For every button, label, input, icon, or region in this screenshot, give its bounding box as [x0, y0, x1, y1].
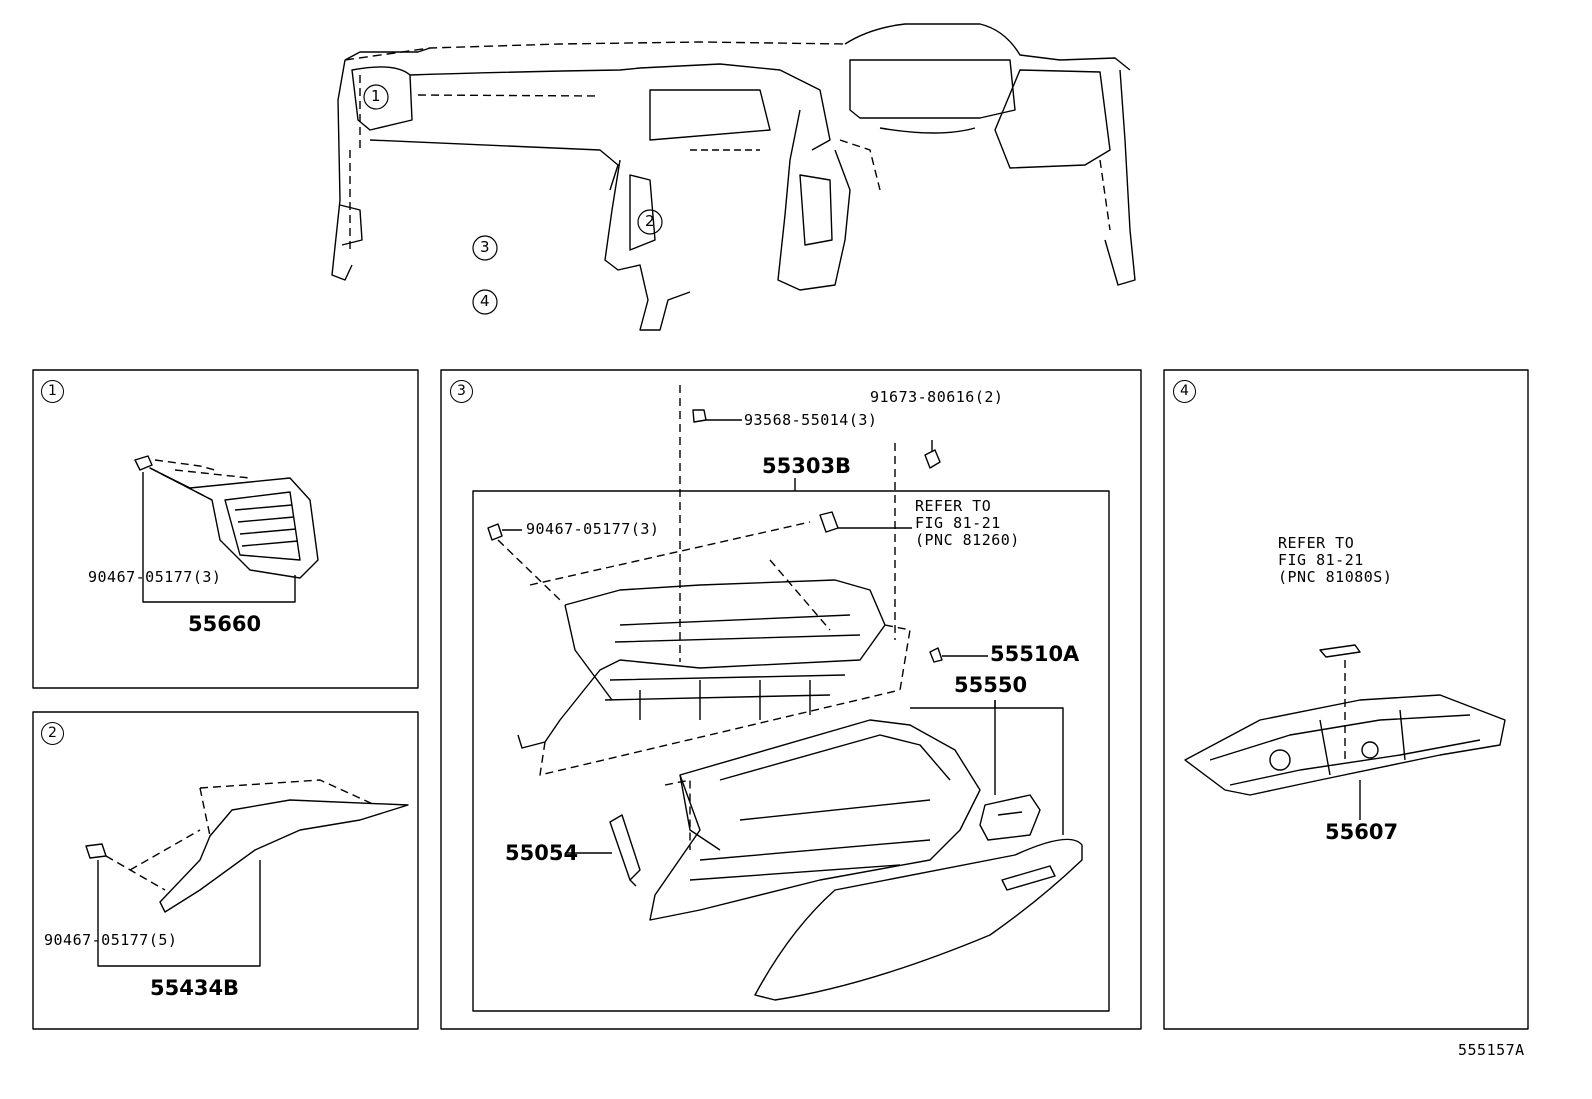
part-number-55660: 55660 [188, 612, 262, 636]
part-number-90467-05177-p1: 90467-05177(3) [88, 568, 222, 586]
panel-1-frame [32, 369, 419, 689]
part-number-93568-55014: 93568-55014(3) [744, 411, 878, 429]
part-number-55550: 55550 [954, 673, 1028, 697]
lower-cover-drawing [85, 779, 409, 967]
side-register-drawing [134, 455, 319, 603]
part-number-55510A: 55510A [990, 642, 1080, 666]
panel-3-frame [440, 369, 1142, 1030]
panel-4-frame [1163, 369, 1529, 1030]
figure-id: 555157A [1458, 1041, 1525, 1059]
panel-4-badge: 4 [1173, 380, 1196, 403]
under-tray-drawing [1184, 644, 1506, 820]
panel-3-badge: 3 [450, 380, 473, 403]
refer-to-fig-81080S: REFER TO FIG 81-21 (PNC 81080S) [1278, 534, 1393, 586]
instrument-panel-overview [331, 23, 1136, 331]
part-number-90467-05177-p2: 90467-05177(5) [44, 931, 178, 949]
panel-2-badge: 2 [41, 722, 64, 745]
overview-callout-2: 2 [645, 212, 656, 230]
overview-callout-4: 4 [480, 292, 491, 310]
glove-box-drawing [487, 385, 1083, 1001]
part-number-90467-05177-p3: 90467-05177(3) [526, 520, 660, 538]
part-number-55434B: 55434B [150, 976, 240, 1000]
refer-to-fig-81260: REFER TO FIG 81-21 (PNC 81260) [915, 497, 1020, 549]
part-number-55303B: 55303B [762, 454, 852, 478]
part-number-91673-80616: 91673-80616(2) [870, 388, 1004, 406]
assembly-55303B-frame [472, 490, 1110, 1012]
panel-2-frame [32, 711, 419, 1030]
part-number-55054: 55054 [505, 841, 579, 865]
panel-1-badge: 1 [41, 380, 64, 403]
overview-callout-3: 3 [480, 238, 491, 256]
overview-callout-1: 1 [371, 87, 382, 105]
part-number-55607: 55607 [1325, 820, 1399, 844]
